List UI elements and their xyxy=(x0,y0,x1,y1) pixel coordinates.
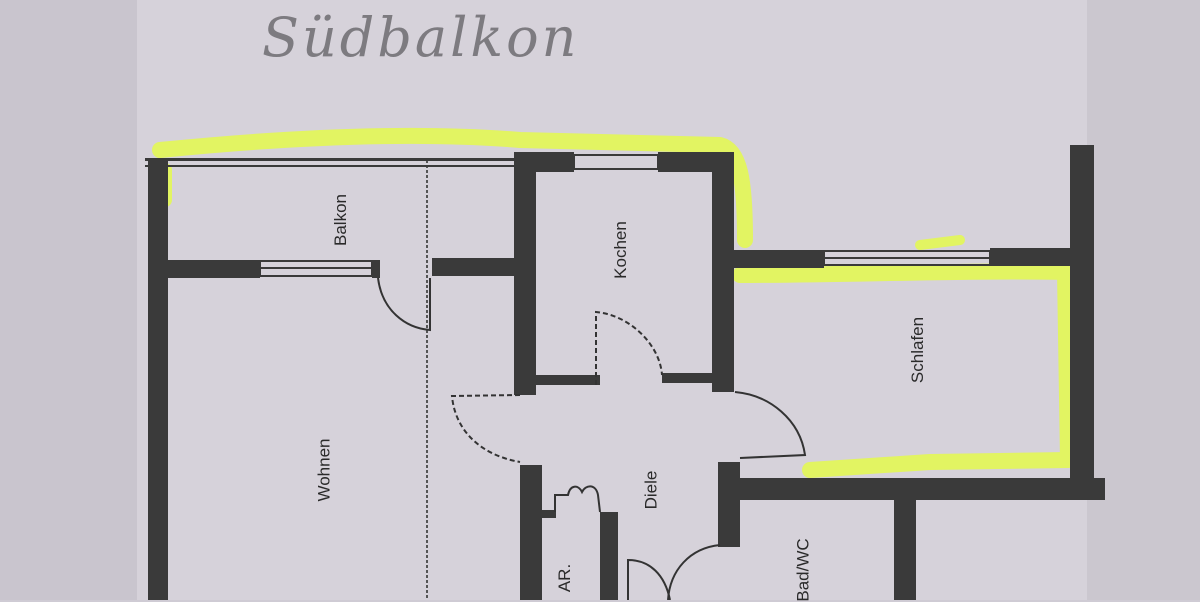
background-surface xyxy=(0,0,137,600)
doors xyxy=(377,277,807,600)
highlighter-marks xyxy=(152,127,1076,478)
background-surface-right xyxy=(1087,0,1200,600)
room-label-kochen: Kochen xyxy=(610,221,630,279)
room-label-diele: Diele xyxy=(641,470,661,510)
room-label-wohnen: Wohnen xyxy=(314,438,334,502)
room-label-balkon: Balkon xyxy=(330,194,350,246)
room-label-bad: Bad/WC xyxy=(793,538,813,602)
room-label-schlafen: Schlafen xyxy=(908,316,928,384)
handwritten-title: Südbalkon xyxy=(262,6,580,69)
windows xyxy=(259,154,991,277)
room-label-abstellraum: AR. xyxy=(555,563,575,593)
walls xyxy=(145,145,1105,600)
